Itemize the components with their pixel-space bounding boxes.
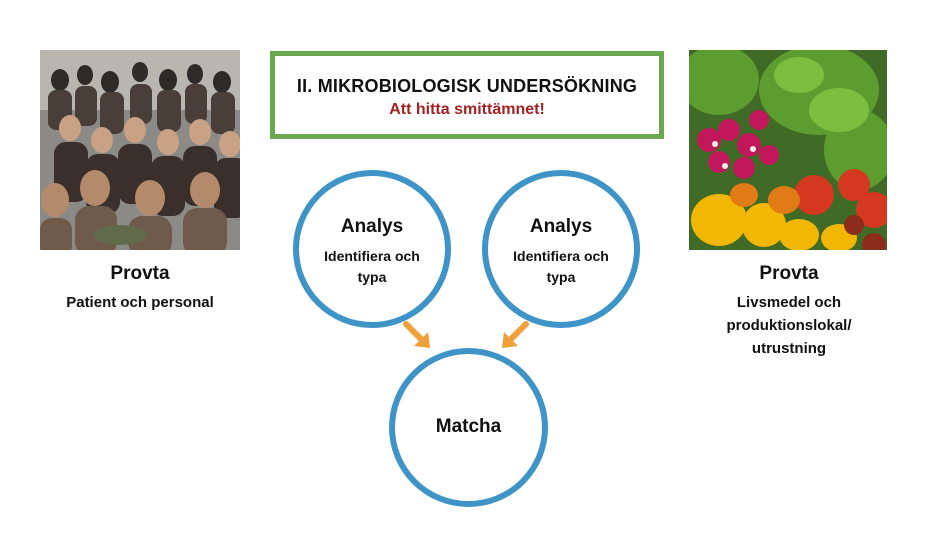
analysis-circle-right-line-1: Identifiera och bbox=[513, 248, 609, 264]
vegetables-photo bbox=[689, 50, 887, 250]
left-caption-text: Patient och personal bbox=[66, 294, 214, 311]
analysis-circle-right-title: Analys bbox=[529, 216, 593, 237]
analysis-circle-left-line-1: Identifiera och bbox=[324, 248, 420, 264]
analysis-circle-left-desc: Identifiera och typa bbox=[309, 246, 435, 288]
arrow-down-left-icon bbox=[502, 321, 529, 348]
analysis-circle-left-title: Analys bbox=[340, 216, 404, 237]
analysis-circle-right-line-2: typa bbox=[546, 269, 576, 285]
analysis-circle-right: Analys Identifiera och typa bbox=[482, 170, 640, 328]
analysis-circle-left-line-2: typa bbox=[357, 269, 387, 285]
analysis-circle-right-desc: Identifiera och typa bbox=[498, 246, 624, 288]
match-circle-title: Matcha bbox=[435, 416, 502, 437]
title-heading: II. MIKROBIOLOGISK UNDERSÖKNING bbox=[296, 76, 638, 96]
right-caption-line-2: produktionslokal/ bbox=[726, 317, 852, 334]
left-caption: Provta Patient och personal bbox=[40, 263, 240, 314]
title-box: II. MIKROBIOLOGISK UNDERSÖKNING Att hitt… bbox=[270, 51, 664, 139]
match-circle: Matcha bbox=[389, 348, 548, 507]
right-caption: Provta Livsmedel och produktionslokal/ u… bbox=[680, 263, 898, 360]
crowd-photo bbox=[40, 50, 240, 250]
title-subheading: Att hitta smittämnet! bbox=[389, 101, 545, 118]
left-caption-heading: Provta bbox=[110, 263, 170, 284]
analysis-circle-left: Analys Identifiera och typa bbox=[293, 170, 451, 328]
arrow-down-right-icon bbox=[403, 321, 430, 348]
right-caption-heading: Provta bbox=[759, 263, 819, 284]
right-caption-line-3: utrustning bbox=[751, 340, 827, 357]
right-caption-line-1: Livsmedel och bbox=[736, 294, 842, 311]
